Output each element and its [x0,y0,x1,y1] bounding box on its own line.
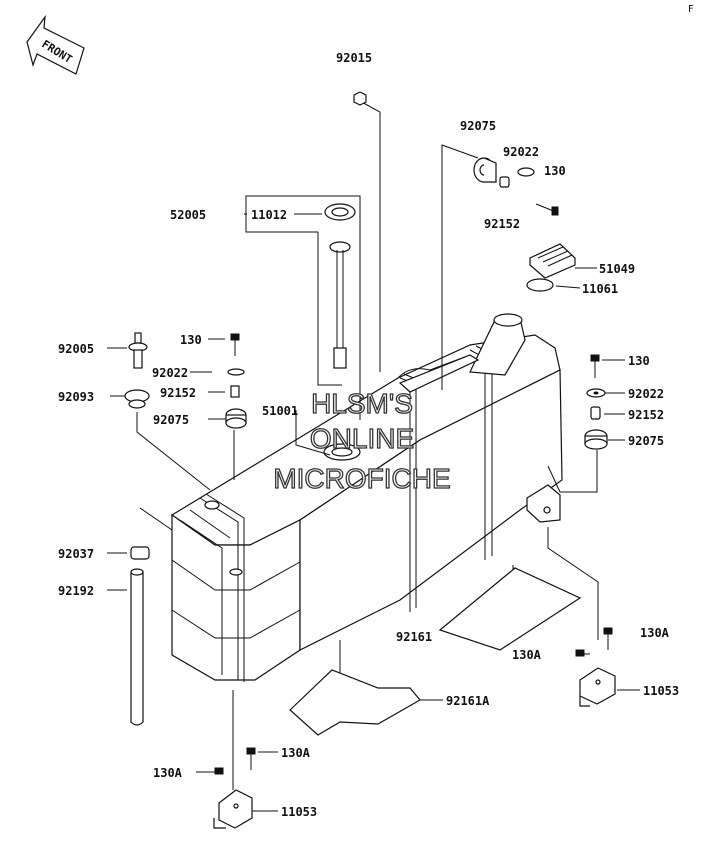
label-92075-left: 92075 [153,413,189,427]
label-92022-top: 92022 [503,145,539,159]
label-92075-right: 92075 [628,434,664,448]
label-11053-bottom: 11053 [281,805,317,819]
part-130-bolt-top [535,203,559,216]
label-92075-top: 92075 [460,119,496,133]
label-11061: 11061 [582,282,618,296]
part-92037-clamp [130,546,150,560]
part-130A-bolt-bottom-1 [246,747,256,770]
label-130A-bottom-2: 130A [153,766,183,780]
part-92022-washer-right [586,388,606,398]
label-92152-right: 92152 [628,408,664,422]
part-labels: 92015 92075 92022 130 92152 52005 11012 … [58,51,679,819]
watermark: HLSM'S ONLINE MICROFICHE [273,387,452,494]
label-92093: 92093 [58,390,94,404]
watermark-line1: HLSM'S [311,388,413,419]
part-92022-washer-top [517,167,535,177]
part-92152-collar-right [590,406,601,420]
part-92161-pad [438,567,582,651]
label-130-right: 130 [628,354,650,368]
part-92075-grommet-right [584,429,608,450]
label-92037: 92037 [58,547,94,561]
label-51001: 51001 [262,404,298,418]
part-130-bolt-right [590,354,600,378]
label-92161: 92161 [396,630,432,644]
label-130A-bottom-1: 130A [281,746,311,760]
part-130A-bolt-right-2 [575,649,585,657]
part-11053-bracket-right [579,667,616,707]
label-92192: 92192 [58,584,94,598]
part-92075-grommet-left [225,408,247,429]
label-130A-right-1: 130A [640,626,670,640]
part-92152-collar-top [499,176,510,188]
part-51049-fuel-cap [529,243,576,279]
part-52005-fuel-gauge [329,241,351,369]
part-11061-gasket [526,278,554,292]
part-92005-fitting [128,332,148,369]
part-130A-bolt-right-1 [603,627,613,650]
part-92093-grommet [124,389,150,409]
label-51049: 51049 [599,262,635,276]
label-130A-right-2: 130A [512,648,542,662]
label-92152-left: 92152 [160,386,196,400]
label-92005: 92005 [58,342,94,356]
part-11053-bracket-bottom [213,789,253,829]
part-130A-bolt-bottom-2 [214,767,224,775]
part-92152-collar-left [230,385,240,398]
part-130-bolt-left [230,333,240,356]
label-11012: 11012 [251,208,287,222]
watermark-line2: ONLINE [310,423,414,454]
corner-mark: F [688,4,694,15]
label-130-top: 130 [544,164,566,178]
watermark-line3: MICROFICHE [273,463,450,494]
part-92161A-pad [289,669,421,736]
fuel-tank [170,313,563,682]
label-52005: 52005 [170,208,206,222]
part-92015-nut [353,91,367,106]
part-92022-washer-left [227,368,245,376]
part-92075-grommet-top [473,157,497,183]
label-130-left: 130 [180,333,202,347]
label-92015: 92015 [336,51,372,65]
label-92161A: 92161A [446,694,490,708]
front-arrow-icon: FRONT [26,14,85,75]
label-92152-top: 92152 [484,217,520,231]
label-92022-right: 92022 [628,387,664,401]
part-11012-gasket [324,203,356,221]
label-11053-right: 11053 [643,684,679,698]
label-92022-left: 92022 [152,366,188,380]
part-92192-hose [130,568,144,726]
